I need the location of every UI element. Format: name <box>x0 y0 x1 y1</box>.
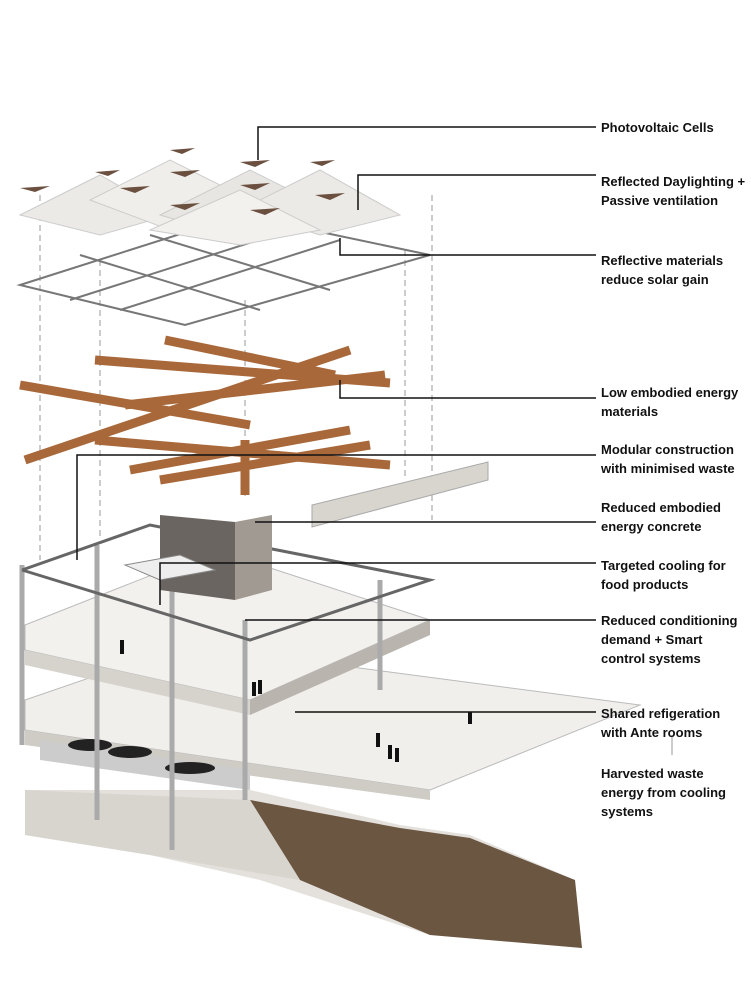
first-floor-slab <box>24 549 432 715</box>
terrain <box>25 790 582 948</box>
label-photovoltaic-cells: Photovoltaic Cells <box>601 120 714 135</box>
photovoltaic-cells <box>20 148 345 215</box>
label-reduced-conditioning: Reduced conditioning demand + Smart cont… <box>601 613 738 666</box>
people <box>120 640 472 762</box>
label-modular-construction: Modular construction with minimised wast… <box>601 442 735 476</box>
railing-frame <box>21 523 436 642</box>
leader-lines <box>76 126 596 713</box>
label-reflective-materials: Reflective materials reduce solar gain <box>601 253 724 287</box>
label-shared-refrigeration: Shared refigeration with Ante rooms <box>601 706 721 740</box>
concrete-walls <box>123 461 489 600</box>
columns <box>19 545 383 850</box>
timber-beams <box>19 335 391 495</box>
label-reduced-embodied-concrete: Reduced embodied energy concrete <box>601 500 721 534</box>
roof-panels <box>18 159 402 246</box>
label-reflected-daylighting: Reflected Daylighting + Passive ventilat… <box>601 174 746 208</box>
label-harvested-waste-energy: Harvested waste energy from cooling syst… <box>601 766 726 819</box>
label-targeted-cooling: Targeted cooling for food products <box>601 558 726 592</box>
label-low-embodied-energy: Low embodied energy materials <box>601 385 739 419</box>
